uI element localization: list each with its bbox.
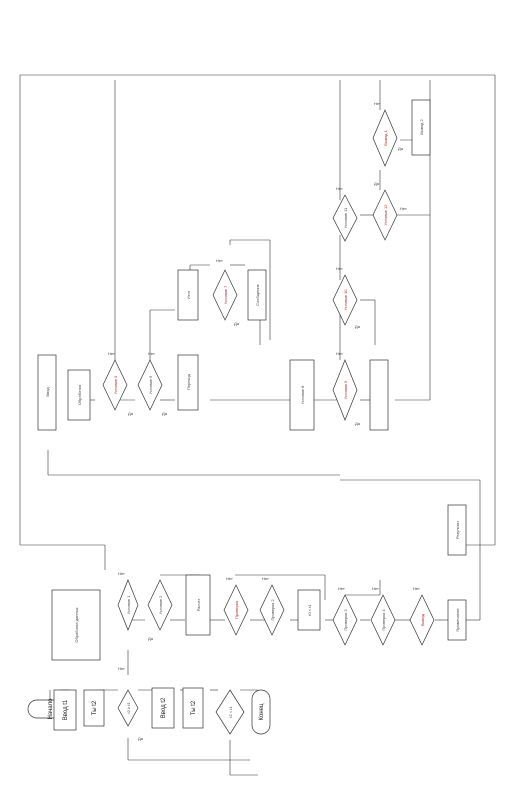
decision-cond1: t2 ≥ t1 [117, 689, 139, 727]
svg-text:Да: Да [398, 146, 404, 151]
svg-text:Обработка данных: Обработка данных [74, 607, 79, 642]
process-block-3: t0 < t1 [297, 589, 321, 631]
svg-text:t2 ≥ t1: t2 ≥ t1 [126, 702, 131, 714]
svg-text:Условие 2: Условие 2 [158, 595, 163, 615]
decision-c1: Условие 1 [117, 579, 139, 631]
svg-text:Переход: Переход [186, 373, 191, 390]
svg-text:Ввод t1: Ввод t1 [63, 699, 69, 720]
svg-text:Нет: Нет [216, 258, 223, 263]
process-note: Результат [447, 504, 467, 556]
svg-text:t0 < t1: t0 < t1 [307, 604, 312, 616]
svg-text:Ввод: Ввод [45, 387, 50, 397]
svg-text:Проверка: Проверка [234, 600, 239, 619]
svg-text:Нет: Нет [413, 586, 420, 591]
process-top-2: Обработка [67, 369, 91, 421]
svg-text:Условие 9: Условие 9 [343, 380, 348, 400]
process-block-2: Расчет [185, 574, 211, 636]
svg-text:Нет: Нет [338, 586, 345, 591]
svg-text:Нет: Нет [262, 576, 269, 581]
svg-text:Нет: Нет [118, 571, 125, 576]
svg-text:Нет: Нет [118, 666, 125, 671]
decision-r2: Условие 10 [332, 274, 358, 326]
svg-text:Ты t2: Ты t2 [92, 700, 98, 715]
svg-text:Условие 1: Условие 1 [126, 595, 131, 615]
svg-text:Нет: Нет [374, 101, 381, 106]
decision-r5: Вывод 1 [372, 109, 398, 167]
svg-text:Да: Да [355, 421, 361, 426]
svg-text:Итог: Итог [186, 290, 191, 299]
svg-text:Да: Да [162, 411, 168, 416]
start-label: Начало [48, 698, 54, 720]
decision-c4: Проверка 2 [259, 584, 285, 636]
svg-text:Ты t2: Ты t2 [191, 700, 197, 715]
svg-text:Обработка: Обработка [77, 384, 82, 405]
svg-text:Ввод t2: Ввод t2 [161, 697, 167, 718]
process-top: Ввод [37, 354, 57, 431]
decision-c7: Вывод [409, 594, 435, 646]
process-top-5: Сообщение [247, 269, 267, 321]
decision-cond2: t2 < t1 [215, 689, 245, 735]
process-bottom-right [369, 359, 389, 431]
svg-text:t2 < t1: t2 < t1 [228, 706, 233, 718]
process-end-right: Вывод 2 [411, 99, 431, 156]
svg-text:Сообщение: Сообщение [255, 283, 260, 306]
svg-text:Нет: Нет [108, 351, 115, 356]
decision-r3: Условие 11 [332, 194, 358, 242]
decision-top1: Условие 5 [102, 359, 128, 411]
decision-top3: Условие 7 [212, 269, 238, 321]
svg-text:Нет: Нет [400, 206, 407, 211]
process-input-t1: Ввод t1 [53, 689, 77, 731]
end-label: Конец [259, 703, 265, 720]
branch-labels: Нет Да Нет Да Нет Да Нет Да Нет Да Нет Д… [108, 101, 420, 741]
svg-text:Расчет: Расчет [196, 598, 201, 611]
svg-text:Проверка 2: Проверка 2 [270, 599, 275, 621]
svg-text:Нет: Нет [372, 586, 379, 591]
svg-text:Проверка 4: Проверка 4 [381, 609, 386, 631]
svg-text:Да: Да [138, 736, 144, 741]
svg-text:Вывод: Вывод [420, 613, 425, 626]
decision-c5: Проверка 3 [332, 594, 358, 646]
decision-c2: Условие 2 [147, 579, 173, 631]
svg-text:Да: Да [148, 636, 154, 641]
svg-text:Условие 10: Условие 10 [343, 289, 348, 311]
process-top-6: Условие 8 [289, 359, 315, 431]
decision-c6: Проверка 4 [370, 594, 396, 646]
end-terminal: Конец [251, 689, 271, 735]
svg-text:Нет: Нет [336, 351, 343, 356]
process-top-3: Переход [177, 354, 199, 411]
svg-text:Примечание: Примечание [455, 608, 460, 632]
decision-r1: Условие 9 [332, 359, 358, 421]
process-block-4: Примечание [447, 599, 467, 641]
svg-text:Условие 7: Условие 7 [223, 285, 228, 305]
svg-text:Результат: Результат [455, 521, 460, 539]
svg-text:Да: Да [374, 181, 380, 186]
decision-top2: Условие 6 [137, 359, 163, 411]
process-t2-b: Ты t2 [182, 687, 204, 729]
svg-text:Да: Да [355, 324, 361, 329]
svg-text:Вывод 2: Вывод 2 [419, 119, 424, 135]
svg-text:Условие 8: Условие 8 [300, 385, 305, 405]
svg-text:Нет: Нет [226, 576, 233, 581]
svg-text:Нет: Нет [336, 266, 343, 271]
process-main: Обработка данных [51, 589, 101, 661]
svg-text:Условие 11: Условие 11 [343, 207, 348, 229]
svg-text:Нет: Нет [336, 186, 343, 191]
svg-text:Условие 5: Условие 5 [113, 375, 118, 395]
decision-r4: Условие 12 [372, 189, 398, 241]
process-t2: Ты t2 [83, 689, 105, 727]
decision-c3: Проверка [223, 584, 249, 636]
svg-text:Проверка 3: Проверка 3 [343, 609, 348, 631]
process-top-4: Итог [177, 269, 199, 321]
svg-text:Условие 12: Условие 12 [383, 204, 388, 226]
svg-text:Да: Да [128, 411, 134, 416]
svg-text:Вывод 1: Вывод 1 [383, 130, 388, 146]
svg-text:Да: Да [234, 321, 240, 326]
connector-lines [19, 74, 496, 776]
process-input-t2: Ввод t2 [151, 687, 175, 729]
svg-text:Нет: Нет [148, 351, 155, 356]
svg-text:Условие 6: Условие 6 [148, 375, 153, 395]
